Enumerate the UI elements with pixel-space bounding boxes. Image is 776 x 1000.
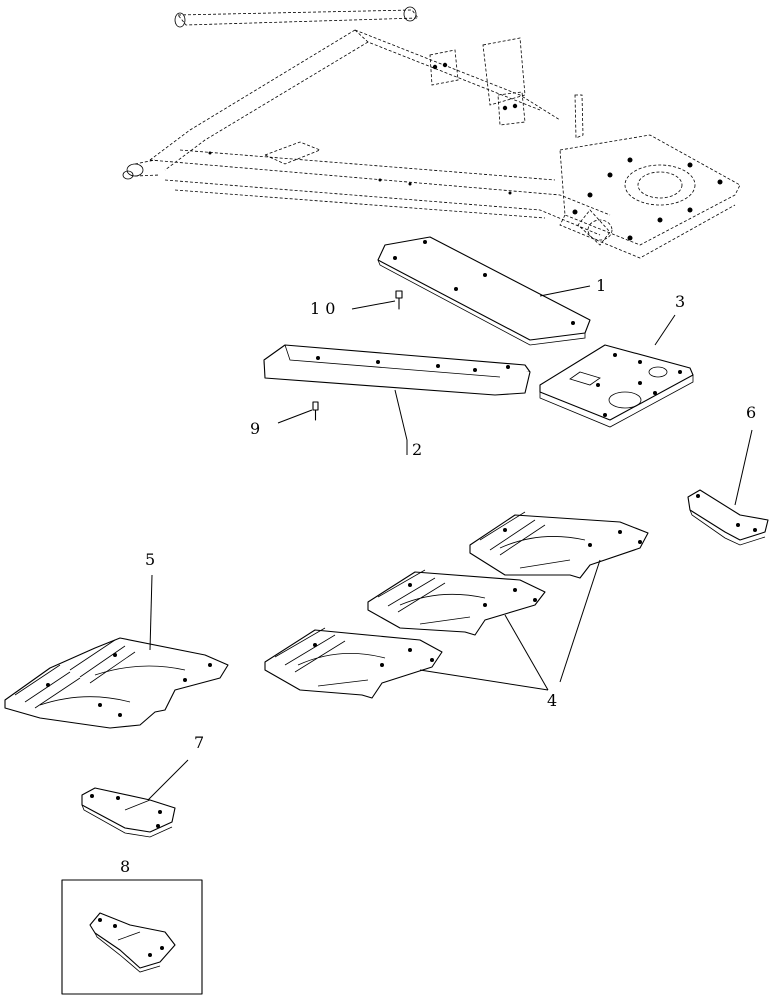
part-3-plate — [539, 344, 694, 428]
callout-2: 2 — [412, 440, 422, 459]
part-9-bolt — [312, 401, 319, 421]
callout-labels: 1 2 3 4 5 6 7 8 9 1 0 — [120, 276, 756, 876]
callout-3: 3 — [675, 292, 685, 311]
leader-lines — [147, 285, 753, 801]
part-5-double-skid-shoe — [4, 637, 229, 729]
callout-7: 7 — [194, 733, 204, 752]
part-1-long-plate — [377, 236, 591, 346]
callout-9: 9 — [250, 419, 260, 438]
part-4-skid-shoe-c — [264, 627, 443, 699]
callout-1: 1 — [596, 276, 606, 295]
callout-8: 8 — [120, 857, 130, 876]
part-7-bracket — [81, 787, 176, 838]
callout-4: 4 — [547, 691, 557, 710]
callout-5: 5 — [145, 550, 155, 569]
part-4-skid-shoe-a — [469, 511, 649, 579]
callout-10: 1 0 — [310, 299, 335, 318]
part-4-skid-shoe-b — [367, 569, 546, 636]
part-10-bolt — [395, 290, 403, 310]
callout-6: 6 — [746, 403, 756, 422]
part-8-boxed-bracket — [61, 879, 203, 995]
part-6-bracket — [687, 489, 769, 546]
frame-assembly — [122, 6, 741, 259]
part-2-channel — [263, 344, 531, 396]
